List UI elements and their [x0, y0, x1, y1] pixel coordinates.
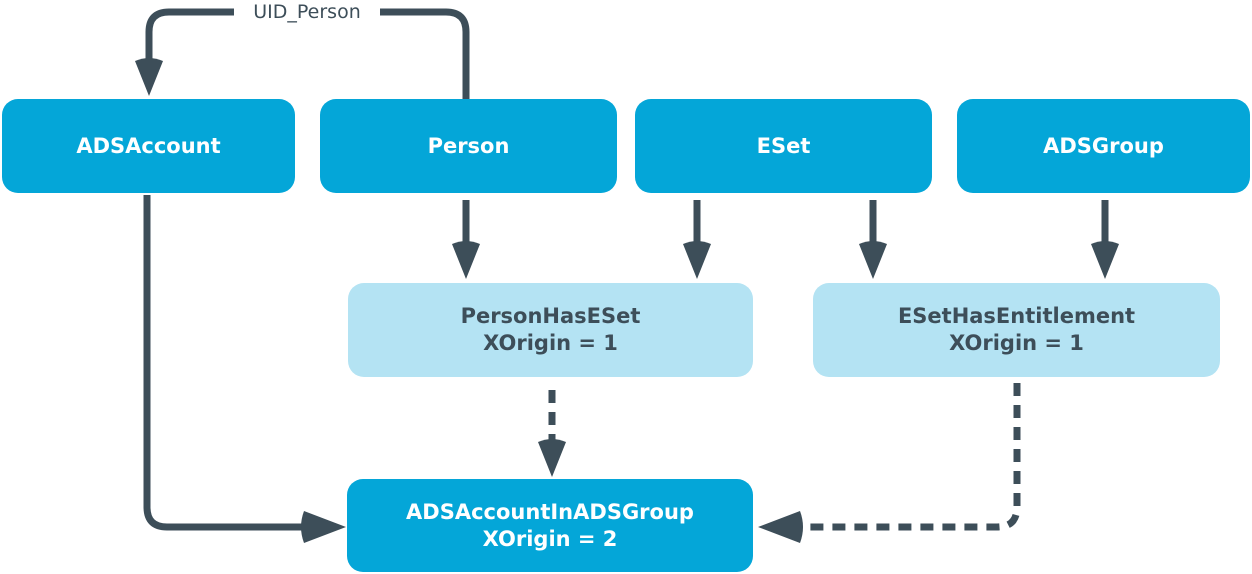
node-personhaseset-label: PersonHasESet — [460, 304, 641, 328]
node-adsaccountinadsgroup-xorigin: XOrigin = 2 — [482, 526, 618, 551]
node-esethasentitlement: ESetHasEntitlement XOrigin = 1 — [813, 283, 1220, 377]
node-eset-label: ESet — [756, 133, 811, 158]
node-eset: ESet — [635, 99, 932, 193]
uid-person-arrow-left-segment — [145, 8, 234, 62]
eset-to-personhaseset-arrowhead — [683, 241, 711, 279]
esethasentitlement-to-adsaccountinadsgroup-arrow — [801, 383, 1021, 531]
person-to-personhaseset-arrowhead — [452, 241, 480, 279]
node-person: Person — [320, 99, 617, 193]
uid-person-arrow-right-segment — [380, 8, 470, 101]
node-esethasentitlement-xorigin: XOrigin = 1 — [949, 331, 1084, 355]
node-personhaseset: PersonHasESet XOrigin = 1 — [348, 283, 753, 377]
node-personhaseset-xorigin: XOrigin = 1 — [483, 331, 618, 355]
personhaseset-to-adsaccountinadsgroup-arrowhead — [538, 439, 566, 477]
adsaccount-to-adsaccountinadsgroup-arrow — [143, 195, 306, 531]
uid-person-arrowhead — [135, 58, 163, 96]
esethasentitlement-to-adsaccountinadsgroup-arrowhead — [758, 511, 803, 543]
node-adsaccountinadsgroup-label: ADSAccountInADSGroup — [406, 499, 694, 524]
node-adsgroup-label: ADSGroup — [1043, 133, 1164, 158]
node-adsaccountinadsgroup: ADSAccountInADSGroup XOrigin = 2 — [347, 479, 753, 572]
adsgroup-to-esethasentitlement-arrowhead — [1091, 241, 1119, 279]
node-adsgroup: ADSGroup — [957, 99, 1250, 193]
node-adsaccount-label: ADSAccount — [76, 133, 221, 158]
node-adsaccount: ADSAccount — [2, 99, 295, 193]
node-esethasentitlement-label: ESetHasEntitlement — [897, 304, 1136, 328]
eset-to-esethasentitlement-arrowhead — [859, 241, 887, 279]
uid-person-edge-label: UID_Person — [253, 1, 361, 23]
node-person-label: Person — [427, 133, 510, 158]
adsaccount-to-adsaccountinadsgroup-arrowhead — [301, 511, 346, 543]
